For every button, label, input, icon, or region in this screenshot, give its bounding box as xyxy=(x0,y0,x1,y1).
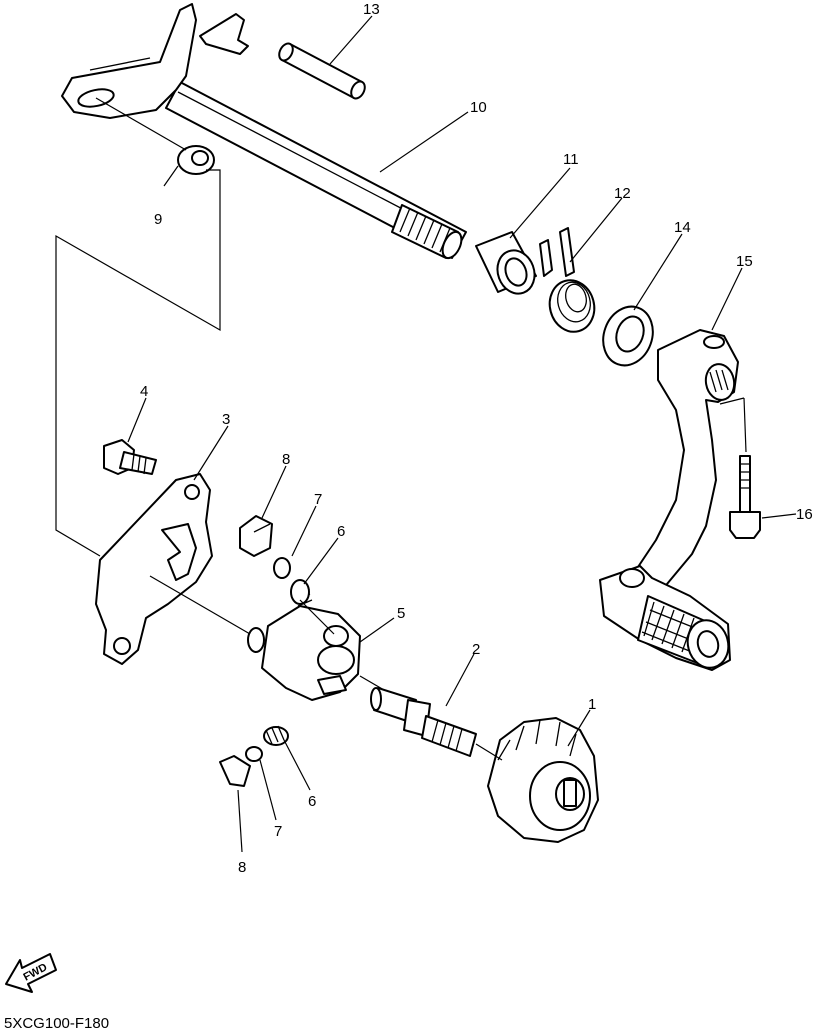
callout-12: 12 xyxy=(614,185,631,202)
callout-13: 13 xyxy=(363,1,380,18)
bushing-part-11[interactable] xyxy=(475,231,540,299)
callout-5: 5 xyxy=(397,605,405,622)
spring-part-6-upper[interactable] xyxy=(290,579,313,607)
callout-3: 3 xyxy=(222,411,230,428)
callout-7-lower: 7 xyxy=(274,823,282,840)
callout-11: 11 xyxy=(563,151,579,168)
callout-7-upper: 7 xyxy=(314,491,322,508)
pin-part-13[interactable] xyxy=(276,41,367,101)
torsion-spring-part-12[interactable] xyxy=(539,227,600,337)
callout-14: 14 xyxy=(674,219,691,236)
shift-pedal-part-15[interactable] xyxy=(599,329,739,672)
bolt-part-16[interactable] xyxy=(729,455,761,539)
callout-9: 9 xyxy=(154,211,162,228)
callout-8-upper: 8 xyxy=(282,451,290,468)
stopper-plate-part-3[interactable] xyxy=(95,473,213,665)
callout-4: 4 xyxy=(140,383,148,400)
leader-lines xyxy=(127,15,797,853)
callout-2: 2 xyxy=(472,641,480,658)
spring-part-6-lower[interactable] xyxy=(263,725,289,746)
callout-6-upper: 6 xyxy=(337,523,345,540)
segment-part-1[interactable] xyxy=(487,717,599,843)
collar-part-9[interactable] xyxy=(177,145,215,175)
oil-seal-part-14[interactable] xyxy=(595,300,661,373)
guide-bolt-part-2[interactable] xyxy=(370,687,477,757)
assembly-lines xyxy=(55,97,747,761)
callout-labels: 13 10 11 12 14 15 9 4 3 8 7 6 16 5 2 1 6… xyxy=(140,1,813,876)
fwd-arrow-icon: FWD xyxy=(5,953,57,993)
shift-drum-segment-part-5[interactable] xyxy=(247,605,361,701)
pin-part-7-lower[interactable] xyxy=(245,746,263,762)
bolt-part-4[interactable] xyxy=(103,439,157,475)
shift-shaft-part-10[interactable] xyxy=(61,3,467,261)
callout-8-lower: 8 xyxy=(238,859,246,876)
callout-15: 15 xyxy=(736,253,753,270)
pawl-part-8-lower[interactable] xyxy=(219,755,251,787)
drawing-code: 5XCG100-F180 xyxy=(4,1015,109,1031)
pin-part-7-upper[interactable] xyxy=(273,557,291,579)
callout-16: 16 xyxy=(796,506,813,523)
callout-6-lower: 6 xyxy=(308,793,316,810)
pawl-part-8-upper[interactable] xyxy=(239,515,273,557)
callout-1: 1 xyxy=(588,696,596,713)
callout-10: 10 xyxy=(470,99,487,116)
